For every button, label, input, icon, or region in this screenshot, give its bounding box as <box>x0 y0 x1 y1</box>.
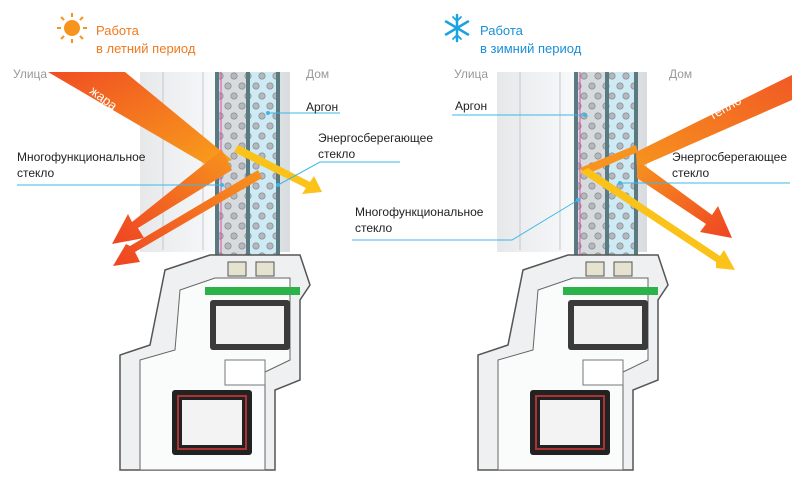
summer-reflected-arrow-1 <box>112 150 232 244</box>
summer-outside-label: Улица <box>13 67 48 81</box>
winter-energy-glass-line1: Энергосберегающее <box>672 150 788 164</box>
winter-inside-label: Дом <box>669 67 693 81</box>
summer-window-profile <box>119 72 311 471</box>
summer-transmitted-arrow <box>234 145 322 194</box>
winter-reflected-arrow-1 <box>580 145 638 175</box>
winter-heat-incoming-arrow <box>636 75 792 168</box>
winter-outside-label: Улица <box>454 67 489 81</box>
summer-leader-lines <box>17 111 400 187</box>
summer-energy-glass-label: Энергосберегающее стекло <box>318 130 433 162</box>
sun-icon <box>57 13 87 43</box>
summer-inside-label: Дом <box>306 67 330 81</box>
winter-leader-lines <box>352 113 790 241</box>
winter-title: Работа в зимний период <box>480 22 581 58</box>
summer-title-line2: в летний период <box>96 41 196 56</box>
winter-title-line2: в зимний период <box>480 41 582 56</box>
winter-window-profile <box>477 72 669 471</box>
summer-heat-arrows <box>48 72 322 266</box>
summer-title-line1: Работа <box>96 23 139 38</box>
winter-energy-glass-line2: стекло <box>672 166 710 180</box>
summer-energy-glass-line2: стекло <box>318 147 356 161</box>
summer-heat-incoming-arrow <box>48 72 232 168</box>
summer-title: Работа в летний период <box>96 22 195 58</box>
winter-energy-glass-label: Энергосберегающее стекло <box>672 149 787 181</box>
winter-argon-label: Аргон <box>455 99 488 113</box>
summer-multi-glass-line1: Многофункциональное <box>17 150 146 164</box>
winter-transmitted-arrow <box>637 160 732 238</box>
snowflake-icon <box>444 13 470 43</box>
summer-multi-glass-label: Многофункциональное стекло <box>17 149 145 181</box>
summer-energy-glass-line1: Энергосберегающее <box>318 131 434 145</box>
winter-multi-glass-label: Многофункциональное стекло <box>355 204 483 236</box>
winter-reflected-arrow-2 <box>580 168 735 270</box>
winter-multi-glass-line1: Многофункциональное <box>355 205 484 219</box>
winter-multi-glass-line2: стекло <box>355 221 393 235</box>
summer-argon-label: Аргон <box>306 100 339 114</box>
winter-heat-arrows <box>580 75 792 270</box>
winter-title-line1: Работа <box>480 23 523 38</box>
summer-multi-glass-line2: стекло <box>17 166 55 180</box>
summer-reflected-arrow-2 <box>113 170 262 266</box>
